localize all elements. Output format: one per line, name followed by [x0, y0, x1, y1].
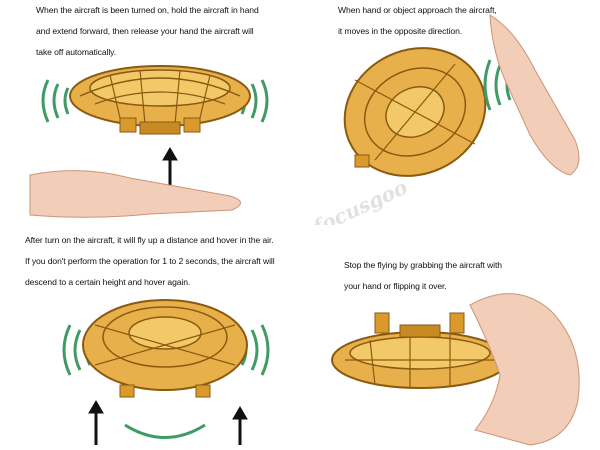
- caption-line: If you don't perform the operation for 1…: [25, 256, 275, 266]
- hover-caption: After turn on the aircraft, it will fly …: [25, 230, 275, 293]
- panel-takeoff: When the aircraft is been turned on, hol…: [0, 0, 300, 225]
- stop-illustration: [331, 293, 580, 446]
- caption-line: After turn on the aircraft, it will fly …: [25, 235, 274, 245]
- caption-line: Stop the flying by grabbing the aircraft…: [344, 260, 502, 270]
- panel-avoid: When hand or object approach the aircraf…: [300, 0, 600, 225]
- drone-icon: [343, 47, 487, 177]
- signal-waves-left-icon: [41, 79, 70, 123]
- flipped-drone-icon: [331, 312, 509, 389]
- grabbing-hand-icon: [469, 293, 580, 446]
- takeoff-illustration: [29, 65, 269, 218]
- drone-icon: [82, 299, 248, 398]
- stop-caption: Stop the flying by grabbing the aircraft…: [344, 255, 502, 297]
- panel-stop: Stop the flying by grabbing the aircraft…: [300, 225, 600, 450]
- caption-line: descend to a certain height and hover ag…: [25, 277, 191, 287]
- caption-line: When the aircraft is been turned on, hol…: [36, 5, 259, 15]
- caption-line: and extend forward, then release your ha…: [36, 26, 254, 36]
- signal-waves-bottom-icon: [124, 423, 206, 439]
- arrow-up-right-icon: [232, 406, 248, 445]
- avoid-illustration: [343, 14, 580, 177]
- approaching-hand-icon: [489, 14, 580, 176]
- open-hand-icon: [29, 170, 241, 218]
- arrow-up-left-icon: [88, 400, 104, 445]
- hover-illustration: [62, 299, 270, 445]
- avoid-caption: When hand or object approach the aircraf…: [338, 0, 497, 42]
- panel-hover: After turn on the aircraft, it will fly …: [0, 225, 300, 450]
- takeoff-caption: When the aircraft is been turned on, hol…: [36, 0, 259, 63]
- caption-line: take off automatically.: [36, 47, 117, 57]
- caption-line: When hand or object approach the aircraf…: [338, 5, 497, 15]
- caption-line: your hand or flipping it over.: [344, 281, 447, 291]
- caption-line: it moves in the opposite direction.: [338, 26, 463, 36]
- drone-icon: [69, 65, 251, 135]
- arrow-up-icon: [162, 147, 178, 185]
